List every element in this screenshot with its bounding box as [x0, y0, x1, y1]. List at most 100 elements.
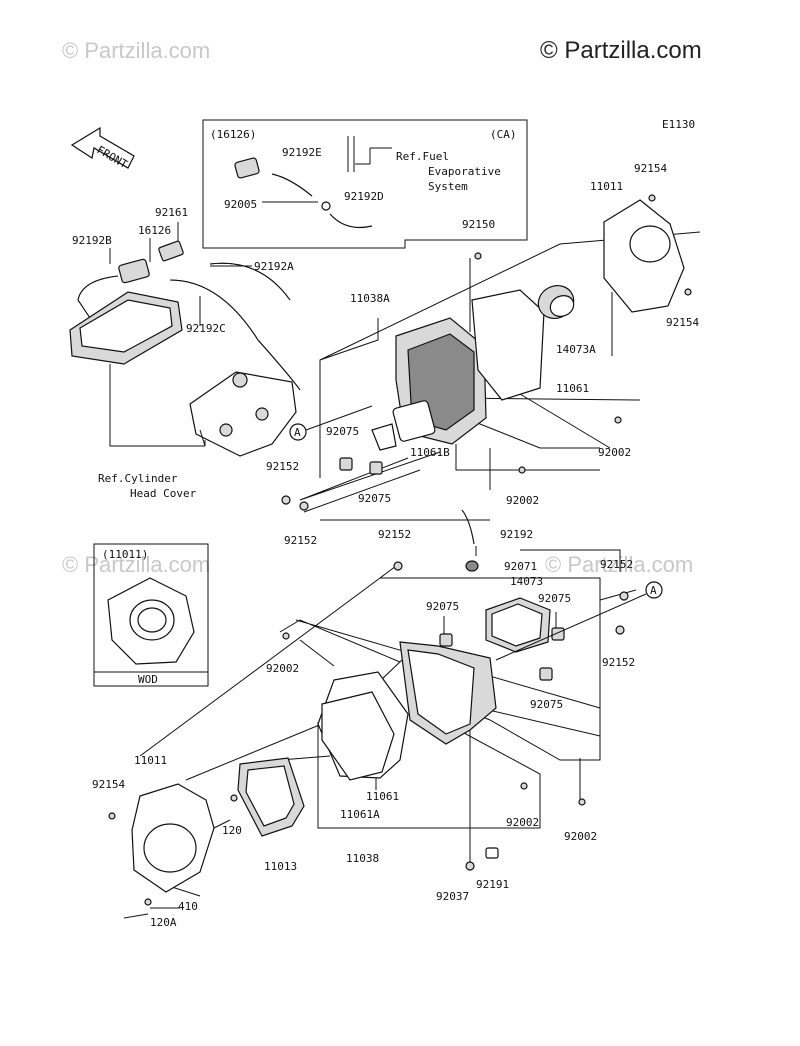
gasket-11061B — [371, 423, 397, 451]
label-92002-b2: 92002 — [564, 830, 597, 843]
clamp-92037 — [465, 861, 475, 871]
grommet-92152-a — [281, 495, 291, 505]
cylinder-ref-line1: Ref.Cylinder — [98, 472, 178, 485]
grommet-92152-d — [619, 591, 629, 601]
screw-92150 — [474, 252, 482, 260]
label-92192E: 92192E — [282, 146, 322, 159]
label-92154-right: 92154 — [666, 316, 699, 329]
screw-120 — [230, 794, 238, 802]
bolt-92002-mid — [518, 466, 526, 474]
bolt-92002-left — [282, 632, 290, 640]
screw-92154-bot — [108, 812, 116, 820]
label-92075-c: 92075 — [426, 600, 459, 613]
diagram-code: E1130 — [662, 118, 695, 131]
screw-92154-top — [648, 194, 656, 202]
label-92152-b: 92152 — [284, 534, 317, 547]
label-92002-mid: 92002 — [506, 494, 539, 507]
valve-16126-ca — [234, 157, 260, 179]
grommet-92152-b — [299, 501, 309, 511]
lower-air-cleaner-assembly: 92192 92152 92071 14073 92152 92075 9207… — [92, 509, 663, 929]
hose-92192E — [271, 173, 313, 197]
grommet-92152-e — [615, 625, 625, 635]
collar-92075-e — [539, 667, 553, 681]
label-16126: 16126 — [138, 224, 171, 237]
hose-92192 — [461, 509, 475, 545]
watermark-mid-left: © Partzilla.com — [62, 552, 210, 577]
label-120A: 120A — [150, 916, 177, 929]
label-11061A: 11061A — [340, 808, 380, 821]
bolt-92002-r1 — [614, 416, 622, 424]
wod-label: WOD — [138, 673, 158, 686]
plug-92191 — [485, 847, 499, 859]
collar-92075-b — [369, 461, 383, 475]
label-11061-bot: 11061 — [366, 790, 399, 803]
label-14073A: 14073A — [556, 343, 596, 356]
grommet-92152-c — [393, 561, 403, 571]
label-120: 120 — [222, 824, 242, 837]
ca-ref-line1: Ref.Fuel — [396, 150, 449, 163]
label-92152-e: 92152 — [602, 656, 635, 669]
label-92037: 92037 — [436, 890, 469, 903]
label-11038A: 11038A — [350, 292, 390, 305]
label-92002-r1: 92002 — [598, 446, 631, 459]
front-direction-arrow: FRONT — [70, 126, 135, 171]
label-11011-bot: 11011 — [134, 754, 167, 767]
bolt-92002-b2 — [578, 798, 586, 806]
marker-a-left-label: A — [294, 426, 301, 439]
label-92005: 92005 — [224, 198, 257, 211]
screw-120A — [123, 913, 149, 919]
marker-a-right — [645, 581, 663, 599]
marker-a-left — [289, 423, 307, 441]
label-92154-top: 92154 — [634, 162, 667, 175]
label-92002-left: 92002 — [266, 662, 299, 675]
cylinder-ref-line2: Head Cover — [130, 487, 197, 500]
label-11061B: 11061B — [410, 446, 450, 459]
collar-92075-a — [339, 457, 353, 471]
valve-16126 — [118, 258, 150, 284]
label-410: 410 — [178, 900, 198, 913]
ca-ref-line2: Evaporative — [428, 165, 501, 178]
cylinder-head-cover-rear — [189, 371, 297, 457]
label-14073: 14073 — [510, 575, 543, 588]
screw-92154-right — [684, 288, 692, 296]
label-92075-b: 92075 — [358, 492, 391, 505]
label-92152-d: 92152 — [600, 558, 633, 571]
label-92191: 92191 — [476, 878, 509, 891]
label-92192C: 92192C — [186, 322, 226, 335]
collar-92075-c — [439, 633, 453, 647]
label-92152-a: 92152 — [266, 460, 299, 473]
label-11038: 11038 — [346, 852, 379, 865]
label-11011-top: 11011 — [590, 180, 623, 193]
collar-92075-d — [551, 627, 565, 641]
ca-part-ref: (16126) — [210, 128, 256, 141]
marker-a-right-label: A — [650, 584, 657, 597]
label-92075-a: 92075 — [326, 425, 359, 438]
hose-upper-ca — [347, 136, 355, 172]
label-92192: 92192 — [500, 528, 533, 541]
clamp-92161 — [158, 240, 184, 262]
label-92075-d: 92075 — [538, 592, 571, 605]
label-11013: 11013 — [264, 860, 297, 873]
wod-inset-box: (11011) WOD — [93, 543, 209, 687]
watermark-top-left: © Partzilla.com — [62, 38, 210, 63]
bolt-92002-b1 — [520, 782, 528, 790]
label-11061-top: 11061 — [556, 382, 589, 395]
gasket-11061-top — [471, 289, 545, 401]
label-92152-c: 92152 — [378, 528, 411, 541]
washer-410 — [144, 898, 152, 906]
wod-part-ref: (11011) — [102, 548, 148, 561]
hose-92192D — [329, 213, 373, 229]
ca-tag: (CA) — [490, 128, 517, 141]
upper-air-cleaner-assembly: 92150 11038A 11011 92154 92154 14073A 11… — [266, 162, 701, 547]
label-92075-e: 92075 — [530, 698, 563, 711]
label-92002-b1: 92002 — [506, 816, 539, 829]
label-92071: 92071 — [504, 560, 537, 573]
label-92192B: 92192B — [72, 234, 112, 247]
clamp-92071 — [465, 560, 479, 572]
label-92192D: 92192D — [344, 190, 384, 203]
fitting-92005 — [321, 201, 331, 211]
label-92150: 92150 — [462, 218, 495, 231]
label-92154-bot: 92154 — [92, 778, 125, 791]
